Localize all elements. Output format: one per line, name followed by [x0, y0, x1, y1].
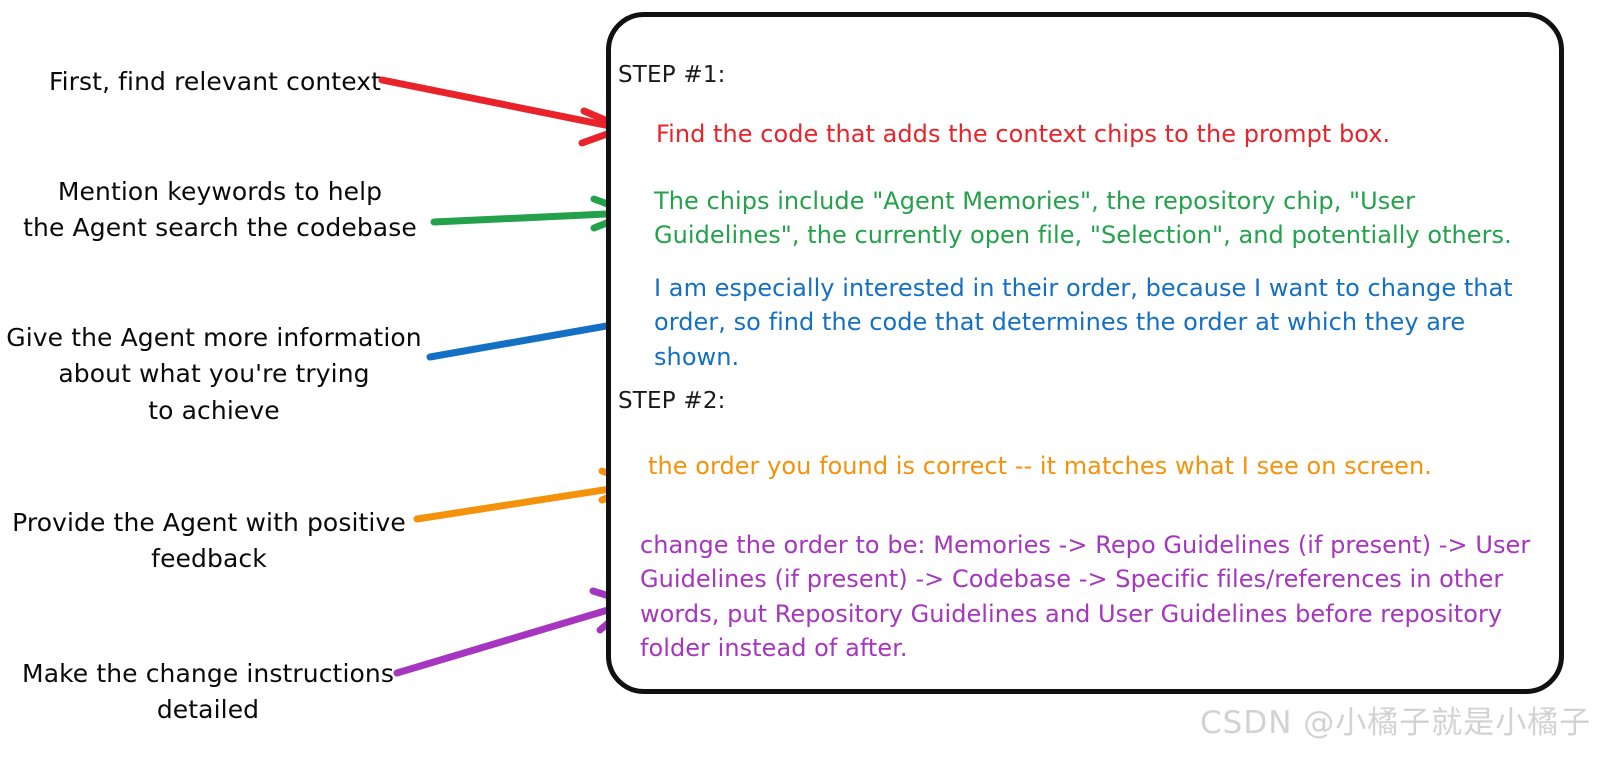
- annotation-label-mention-keywords: Mention keywords to help the Agent searc…: [23, 177, 417, 243]
- red-arrow: [378, 76, 628, 147]
- annotation-label-give-more-information: Give the Agent more information about wh…: [6, 323, 422, 425]
- green-arrow: [430, 195, 636, 232]
- step-1-label: STEP #1:: [618, 62, 726, 88]
- prompt-box: [606, 12, 1564, 694]
- prompt-line-interested-in-order: I am especially interested in their orde…: [654, 274, 1513, 371]
- prompt-line-chips-include: The chips include "Agent Memories", the …: [654, 187, 1512, 250]
- prompt-line-find-code: Find the code that adds the context chip…: [656, 120, 1391, 148]
- purple-arrow: [393, 587, 636, 677]
- annotation-label-detailed-instructions: Make the change instructions detailed: [22, 659, 394, 725]
- step-2-label: STEP #2:: [618, 388, 726, 414]
- prompt-line-change-order: change the order to be: Memories -> Repo…: [640, 531, 1531, 662]
- csdn-watermark: CSDN @小橘子就是小橘子: [1200, 705, 1592, 741]
- prompt-line-order-correct: the order you found is correct -- it mat…: [648, 452, 1432, 480]
- annotation-label-positive-feedback: Provide the Agent with positive feedback: [12, 508, 406, 574]
- annotation-label-find-relevant-context: First, find relevant context: [48, 67, 382, 96]
